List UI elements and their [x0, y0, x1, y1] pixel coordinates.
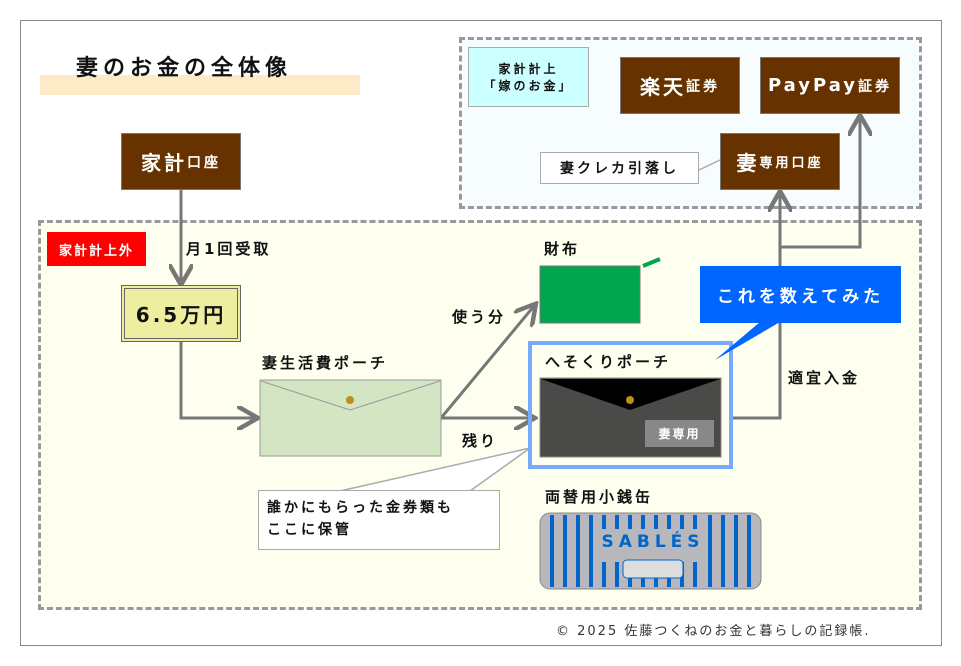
diagram-frame: [20, 20, 942, 646]
wallet-shape: [539, 265, 641, 324]
hesokuri-highlight: [528, 341, 733, 469]
paypay-big: PayPay: [767, 75, 859, 96]
household-account-big: 家計: [141, 151, 187, 175]
note-line2: ここに保管: [267, 522, 352, 538]
living-pouch-shape: [259, 379, 442, 457]
paypay-small: 証券: [858, 78, 893, 95]
rakuten-big: 楽天: [640, 75, 686, 99]
rakuten-small: 証券: [686, 78, 720, 95]
arrow-to-pouch: [179, 342, 255, 418]
callout-counted: これを数えてみた: [700, 266, 901, 323]
can-brand: SABLÉS: [601, 532, 705, 552]
wife-only-tag: 妻専用: [645, 420, 714, 447]
hesokuri-label: へそくりポーチ: [545, 353, 672, 371]
off-book-label: 家計計上外: [47, 232, 146, 266]
household-label-line1: 家計計上: [498, 62, 559, 76]
amount-box: 6.5万円: [121, 285, 241, 342]
wife-account-box: 妻専用口座: [720, 133, 840, 190]
use-label: 使う分: [452, 308, 507, 326]
household-label: 家計計上 「嫁のお金」: [468, 47, 589, 107]
note-line1: 誰かにもらった金券類も: [267, 500, 454, 516]
credit-note: 妻クレカ引落し: [540, 152, 699, 184]
household-label-line2: 「嫁のお金」: [483, 79, 574, 93]
page-title: 妻のお金の全体像: [76, 56, 293, 81]
deposit-label: 適宜入金: [788, 369, 861, 387]
voucher-note: 誰かにもらった金券類も ここに保管: [258, 490, 500, 550]
arrow-to-paypay: [780, 118, 860, 249]
title-underline: [40, 75, 360, 95]
living-pouch-label: 妻生活費ポーチ: [262, 354, 389, 372]
wife-account-big: 妻: [736, 151, 760, 175]
can-label-plate: [622, 559, 684, 579]
remain-label: 残り: [462, 432, 499, 450]
rakuten-securities-box: 楽天証券: [620, 57, 740, 114]
household-account-small: 口座: [187, 154, 221, 171]
wife-account-small: 専用口座: [759, 156, 824, 171]
arrow-to-wallet: [439, 306, 534, 419]
wallet-label: 財布: [544, 240, 581, 258]
household-account-box: 家計口座: [121, 133, 241, 190]
coin-can-label: 両替用小銭缶: [545, 488, 654, 506]
monthly-label: 月1回受取: [186, 240, 272, 258]
copyright: © 2025 佐藤つくねのお金と暮らしの記録帳.: [556, 624, 871, 639]
